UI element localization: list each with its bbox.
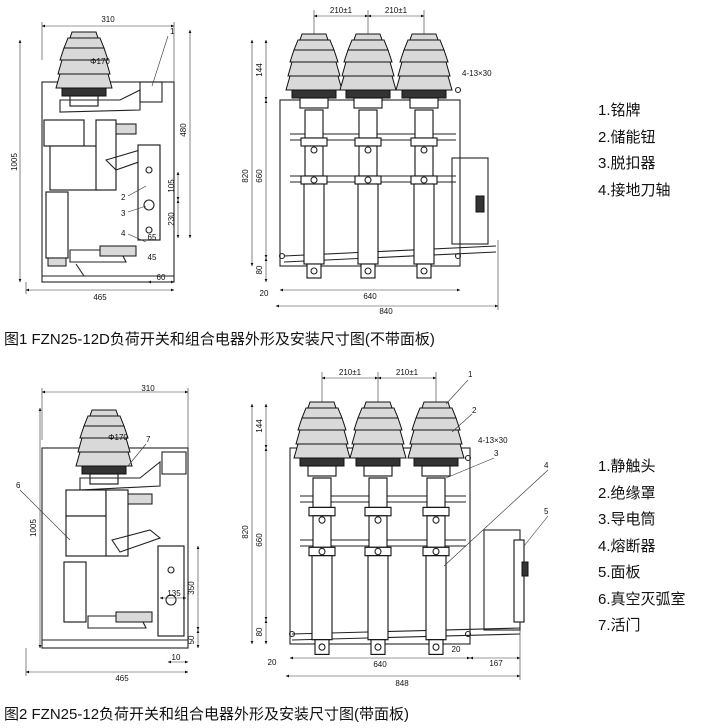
fig1-dim-bottom-width: 465 bbox=[93, 293, 107, 302]
fig2-legend-item: 6.真空灭弧室 bbox=[598, 590, 686, 608]
fig2-front-dim-144: 144 bbox=[255, 419, 264, 433]
fig1-dim-top-width: 310 bbox=[101, 15, 115, 24]
fig2-front-d20: 20 bbox=[268, 658, 277, 667]
fig2-legend-item: 2.绝缘罩 bbox=[598, 484, 656, 502]
fig2-legend-item: 4.熔断器 bbox=[598, 537, 656, 555]
fig1-legend-item: 4.接地刀轴 bbox=[598, 181, 671, 199]
fig1-legend-item: 3.脱扣器 bbox=[598, 155, 656, 172]
fig2-dim-50: 50 bbox=[187, 635, 196, 644]
fig1-side-view: 310 Φ170 1005 480 105 230 65 45 60 465 1… bbox=[10, 15, 192, 302]
fig1-dim-45: 45 bbox=[148, 253, 157, 262]
fig2-dim-phi: Φ170 bbox=[108, 433, 128, 442]
fig2-legend-item: 7.活门 bbox=[598, 617, 641, 634]
fig1-dim-phi: Φ170 bbox=[90, 57, 110, 66]
fig1-dim-65: 65 bbox=[148, 233, 157, 242]
fig2-dim-350: 350 bbox=[187, 581, 196, 595]
fig2-front-h80: 80 bbox=[255, 627, 264, 636]
fig1-front-d20: 20 bbox=[260, 289, 269, 298]
fig1-front-dim-144: 144 bbox=[255, 63, 264, 77]
fig2-front-pitch-2: 210±1 bbox=[396, 368, 419, 377]
fig2-legend-item: 3.导电筒 bbox=[598, 511, 656, 528]
fig2-dim-135: 135 bbox=[167, 589, 181, 598]
fig1-front-h660: 660 bbox=[255, 169, 264, 183]
fig1-front-view: 210±1 210±1 144 4-13×30 820 660 80 20 64… bbox=[241, 6, 499, 316]
fig2-front-d20b: 20 bbox=[452, 645, 461, 654]
fig1-legend-item: 2.储能钮 bbox=[598, 128, 656, 146]
fig2-front-w640: 640 bbox=[373, 660, 387, 669]
fig1-callout-2: 2 bbox=[121, 193, 126, 202]
fig2-caption: 图2 FZN25-12负荷开关和组合电器外形及安装尺寸图(带面板) bbox=[4, 706, 410, 723]
fig2-front-h820: 820 bbox=[241, 525, 250, 539]
fig1-dim-60: 60 bbox=[157, 273, 166, 282]
fig2-front-w848: 848 bbox=[395, 679, 409, 688]
fig1-front-pitch-1: 210±1 bbox=[330, 6, 353, 15]
fig2-legend-item: 1.静触头 bbox=[598, 458, 656, 475]
fig2-front-h660: 660 bbox=[255, 533, 264, 547]
fig1-front-h80: 80 bbox=[255, 265, 264, 274]
fig2-side-view: 310 Φ170 1005 350 135 50 10 465 6 7 bbox=[16, 384, 200, 683]
fig1-callout-1: 1 bbox=[170, 27, 175, 36]
fig1-dim-230: 230 bbox=[167, 212, 176, 226]
fig2-legend: 1.静触头 2.绝缘罩 3.导电筒 4.熔断器 5.面板 6.真空灭弧室 7.活… bbox=[598, 454, 686, 640]
fig2-callout-6: 6 bbox=[16, 481, 21, 490]
fig1-dim-height: 1005 bbox=[10, 153, 19, 171]
fig2-dim-height: 1005 bbox=[29, 519, 38, 537]
fig1-caption: 图1 FZN25-12D负荷开关和组合电器外形及安装尺寸图(不带面板) bbox=[4, 331, 435, 348]
fig1-front-pitch-2: 210±1 bbox=[385, 6, 408, 15]
fig2-front-callout-2: 2 bbox=[472, 406, 477, 415]
fig1-dim-upper: 480 bbox=[179, 123, 188, 137]
fig2-dim-top-width: 310 bbox=[141, 384, 155, 393]
fig1-front-holes: 4-13×30 bbox=[462, 69, 492, 78]
fig2-front-holes: 4-13×30 bbox=[478, 436, 508, 445]
fig2-legend-item: 5.面板 bbox=[598, 564, 641, 581]
fig2-front-view: 210±1 210±1 144 4-13×30 820 660 80 20 64… bbox=[241, 368, 549, 688]
fig1-front-w840: 840 bbox=[379, 307, 393, 316]
fig1-legend: 1.铭牌 2.储能钮 3.脱扣器 4.接地刀轴 bbox=[598, 98, 671, 204]
fig1-legend-item: 1.铭牌 bbox=[598, 102, 641, 119]
fig2-front-callout-5: 5 bbox=[544, 507, 549, 516]
fig1-callout-3: 3 bbox=[121, 209, 126, 218]
fig2-front-callout-3: 3 bbox=[494, 449, 499, 458]
fig1-dim-105: 105 bbox=[167, 179, 176, 193]
fig2-dim-bottom-width: 465 bbox=[115, 674, 129, 683]
fig2-dim-10: 10 bbox=[172, 653, 181, 662]
fig1-callout-4: 4 bbox=[121, 229, 126, 238]
fig2-front-d167: 167 bbox=[489, 659, 503, 668]
fig2-front-callout-1: 1 bbox=[468, 370, 473, 379]
fig2-front-callout-4: 4 bbox=[544, 461, 549, 470]
fig2-front-pitch-1: 210±1 bbox=[339, 368, 362, 377]
fig1-front-w640: 640 bbox=[363, 292, 377, 301]
fig2-callout-7: 7 bbox=[146, 435, 151, 444]
fig1-front-h820: 820 bbox=[241, 169, 250, 183]
